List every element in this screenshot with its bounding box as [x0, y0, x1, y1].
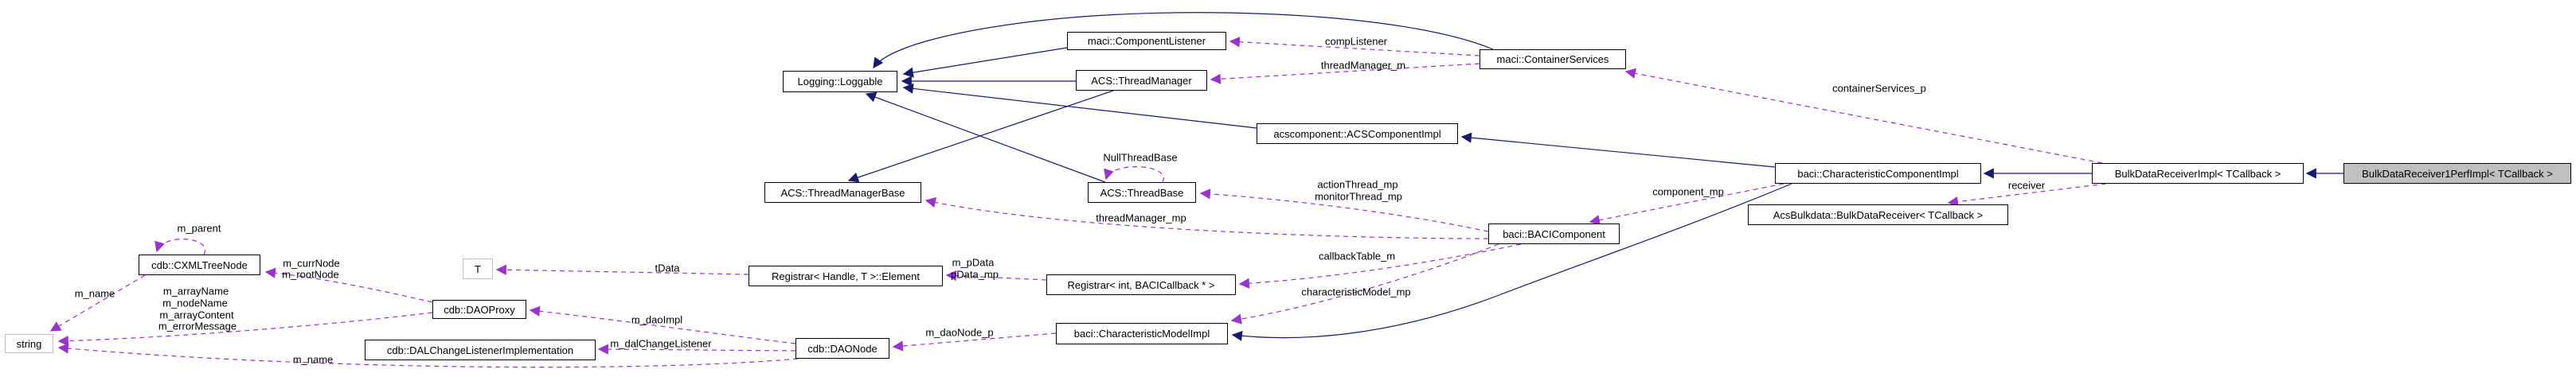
edge-m-currnode-m-rootnode — [264, 267, 433, 303]
edge-m-name-daonode — [57, 343, 799, 368]
edge-acscomponentimpl-to-loggable — [902, 83, 1257, 129]
edge-label-callbacktable-m: callbackTable_m — [1318, 250, 1396, 262]
class-node-string[interactable]: string — [5, 334, 53, 353]
edge-threadmanager-m — [1210, 63, 1480, 84]
edge-m-daonode-p — [892, 332, 1057, 352]
edge-actionthread-monitorthread — [1199, 188, 1489, 232]
edge-label-threadmanager-mp: threadManager_mp — [1096, 212, 1186, 224]
class-node-cdb-cxmltreenode[interactable]: cdb::CXMLTreeNode — [139, 255, 260, 275]
class-node-bulkdatareceiverimpl[interactable]: BulkDataReceiverImpl< TCallback > — [2092, 163, 2304, 184]
edge-label-complistener: compListener — [1324, 35, 1388, 48]
edge-receiver — [1947, 183, 2107, 208]
edge-label-actionthread-mp: actionThread_mp — [1317, 178, 1398, 191]
class-node-cdb-daonode[interactable]: cdb::DAONode — [795, 338, 889, 359]
edge-threadmanager-to-threadmanagerbase — [847, 90, 1114, 183]
edge-nullthreadbase-selfloop — [1104, 166, 1164, 183]
edge-label-containerservices-p: containerServices_p — [1832, 82, 1926, 95]
edge-component-mp — [1589, 183, 1784, 226]
edge-label-monitorthread-mp: monitorThread_mp — [1315, 190, 1402, 203]
edge-label-m-pdata: m_pData — [952, 256, 995, 269]
class-node-acscomponent-acscomponentimpl[interactable]: acscomponent::ACSComponentImpl — [1257, 123, 1458, 144]
class-node-acs-threadmanager[interactable]: ACS::ThreadManager — [1076, 70, 1207, 91]
edge-charcompimpl-to-acscomponentimpl — [1460, 132, 1776, 168]
edge-label-tdata: tData — [655, 262, 680, 274]
edge-label-receiver: receiver — [2007, 179, 2046, 192]
class-node-logging-loggable[interactable]: Logging::Loggable — [783, 71, 897, 92]
edge-threadmanager-mp — [924, 197, 1489, 239]
class-node-registrar-int-bacicallback[interactable]: Registrar< int, BACICallback * > — [1046, 274, 1236, 295]
edge-label-m-daonode-p: m_daoNode_p — [925, 326, 994, 339]
edge-m-name-cxmltreenode — [49, 274, 146, 332]
edge-label-m-rootnode: m_rootNode — [282, 268, 339, 281]
edge-label-m-arrayname: m_arrayName — [162, 285, 229, 297]
class-node-registrar-element[interactable]: Registrar< Handle, T >::Element — [749, 266, 943, 286]
edge-complistener — [1229, 37, 1480, 56]
edge-label-component-mp: component_mp — [1652, 185, 1724, 198]
edge-m-parent-selfloop — [154, 239, 206, 255]
edge-label-m-dalchangelistener: m_dalChangeListener — [610, 337, 712, 350]
edge-threadbase-to-loggable — [865, 91, 1106, 183]
edge-label-characteristicmodel-mp: characteristicModel_mp — [1301, 286, 1411, 298]
edge-daoproxy-strings — [57, 312, 433, 347]
edge-label-m-name-bottom: m_name — [292, 353, 334, 366]
class-node-baci-bacicomponent[interactable]: baci::BACIComponent — [1488, 223, 1620, 244]
edge-label-nullthreadbase: NullThreadBase — [1103, 151, 1178, 164]
class-node-acs-threadmanagerbase[interactable]: ACS::ThreadManagerBase — [764, 182, 921, 203]
edge-label-m-arraycontent: m_arrayContent — [159, 309, 234, 321]
class-node-bulkdatareceiver1perfimpl: BulkDataReceiver1PerfImpl< TCallback > — [2343, 163, 2571, 184]
edge-containerservices-to-loggable — [873, 12, 1494, 69]
class-node-baci-characteristiccomponentimpl[interactable]: baci::CharacteristicComponentImpl — [1775, 163, 1981, 184]
class-node-cdb-dalchangelistenerimplementation[interactable]: cdb::DALChangeListenerImplementation — [365, 340, 596, 360]
edge-m-daoimpl — [529, 305, 796, 344]
edge-m-pdata — [945, 270, 1047, 282]
edge-label-m-nodename: m_nodeName — [162, 297, 228, 309]
class-node-cdb-daoproxy[interactable]: cdb::DAOProxy — [432, 300, 526, 319]
edge-tdata — [495, 264, 749, 275]
edge-label-m-currnode: m_currNode — [283, 257, 340, 270]
edge-characteristicmodel-mp — [1230, 243, 1499, 325]
edge-label-m-daoimpl: m_daoImpl — [631, 313, 683, 326]
edge-label-m-errormessage: m_errorMessage — [158, 320, 237, 332]
edge-label-m-parent: m_parent — [177, 222, 221, 235]
edge-charcompimpl-to-charmodelimpl — [1231, 183, 1792, 341]
class-node-maci-containerservices[interactable]: maci::ContainerServices — [1480, 49, 1626, 69]
class-node-template-t[interactable]: T — [463, 258, 493, 279]
edge-componentlistener-to-loggable — [902, 47, 1068, 78]
class-node-acs-threadbase[interactable]: ACS::ThreadBase — [1088, 182, 1196, 203]
edge-callbacktable-m — [1238, 243, 1522, 289]
edge-label-pdata-mp: pData_mp — [951, 268, 999, 281]
class-node-acsbulkdata-bulkdatareceiver[interactable]: AcsBulkdata::BulkDataReceiver< TCallback… — [1748, 204, 2008, 225]
edge-label-m-name-left: m_name — [74, 287, 115, 300]
edge-containerservices-p — [1624, 68, 2103, 164]
class-node-baci-characteristicmodelimpl[interactable]: baci::CharacteristicModelImpl — [1056, 323, 1228, 344]
edge-label-threadmanager-m: threadManager_m — [1320, 59, 1406, 72]
class-node-maci-componentlistener[interactable]: maci::ComponentListener — [1067, 32, 1226, 50]
edge-m-dalchangelistener — [597, 344, 796, 355]
